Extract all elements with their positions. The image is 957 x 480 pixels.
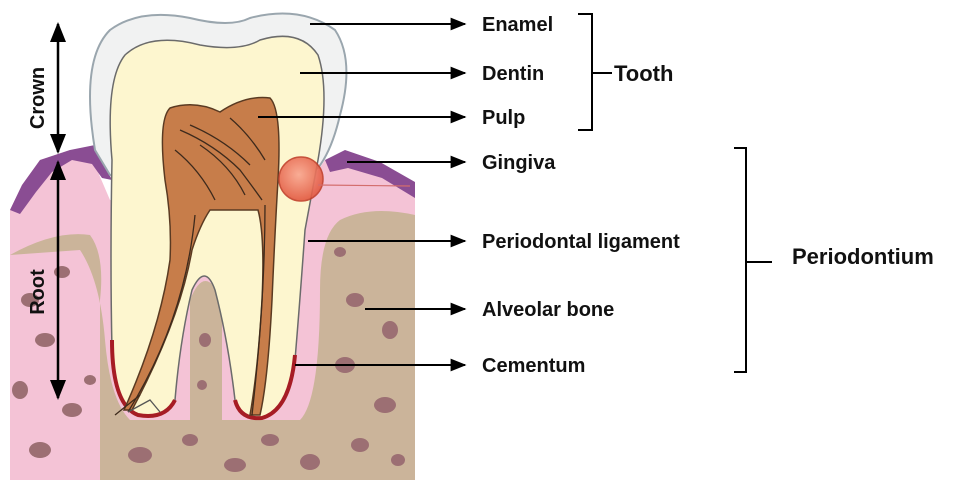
tooth-illustration xyxy=(10,14,415,480)
pulp-label: Pulp xyxy=(482,107,525,129)
crown-label: Crown xyxy=(27,67,49,129)
dentin-label: Dentin xyxy=(482,63,544,85)
cementum-label: Cementum xyxy=(482,355,585,377)
root-label: Root xyxy=(27,269,49,315)
periodontal-ligament-label: Periodontal ligament xyxy=(482,231,680,253)
gingiva-highlight-circle xyxy=(279,157,323,201)
enamel-label: Enamel xyxy=(482,14,553,36)
tooth-group-label: Tooth xyxy=(614,61,673,86)
alveolar-bone-label: Alveolar bone xyxy=(482,299,614,321)
periodontium-bracket xyxy=(734,148,746,372)
periodontium-group-label: Periodontium xyxy=(792,244,934,269)
gingiva-label: Gingiva xyxy=(482,152,556,174)
